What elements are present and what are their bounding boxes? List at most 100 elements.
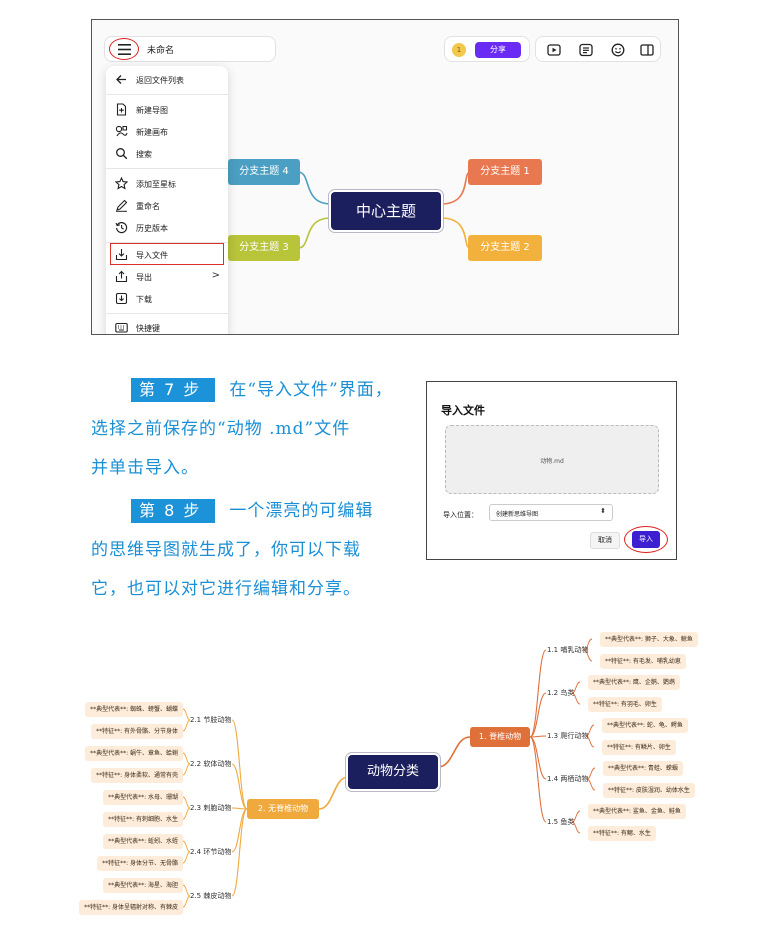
menu-divider <box>106 94 228 95</box>
dialog-title: 导入文件 <box>441 404 485 417</box>
emoji-icon[interactable] <box>611 43 625 57</box>
connector-line <box>583 649 593 662</box>
connector-line <box>585 735 595 748</box>
leaf-node[interactable]: **典型代表**: 青蛙、蝾螈 <box>603 761 683 776</box>
sub-node-2-2[interactable]: 2.2 软体动物 <box>190 760 232 768</box>
menu-divider <box>106 168 228 169</box>
leaf-node[interactable]: **典型代表**: 蜗牛、章鱼、蛤蜊 <box>85 746 183 761</box>
menu-item-export[interactable]: 导出 > <box>106 267 228 287</box>
sub-node-1-1[interactable]: 1.1 哺乳动物 <box>547 646 589 654</box>
sub-node-2-4[interactable]: 2.4 环节动物 <box>190 848 232 856</box>
mindmap-connectors <box>297 171 471 249</box>
cancel-button[interactable]: 取消 <box>590 532 620 549</box>
leaf-node[interactable]: **特征**: 有鳃、水生 <box>588 826 656 841</box>
leaf-node[interactable]: **典型代表**: 蜘蛛、螃蟹、蝴蝶 <box>85 702 183 717</box>
leaf-node[interactable]: **典型代表**: 鲨鱼、金鱼、鲑鱼 <box>588 804 686 819</box>
sub-node-1-3[interactable]: 1.3 爬行动物 <box>547 732 589 740</box>
sub-node-2-1[interactable]: 2.1 节肢动物 <box>190 716 232 724</box>
sub-node-2-3[interactable]: 2.3 刺胞动物 <box>190 804 232 812</box>
branch-vertebrates[interactable]: 1. 脊椎动物 <box>470 727 530 747</box>
menu-item-shortcuts[interactable]: 快捷键 <box>106 318 228 334</box>
canvas-shapes-icon <box>115 125 128 137</box>
connector-line <box>529 736 547 823</box>
leaf-node[interactable]: **典型代表**: 蚯蚓、水蛭 <box>103 834 183 849</box>
leaf-node[interactable]: **典型代表**: 水母、珊瑚 <box>103 790 183 805</box>
leaf-node[interactable]: **特征**: 身体分节、无骨骼 <box>97 856 183 871</box>
document-title[interactable]: 未命名 <box>147 46 175 56</box>
branch-invertebrates[interactable]: 2. 无脊椎动物 <box>247 799 319 819</box>
topic-node-1[interactable]: 分支主题 1 <box>468 159 542 185</box>
connector-line <box>182 719 191 732</box>
menu-item-label: 重命名 <box>136 202 160 211</box>
connector-line <box>182 752 191 765</box>
menu-item-back[interactable]: 返回文件列表 <box>106 70 228 90</box>
connector-line <box>182 884 191 897</box>
leaf-node[interactable]: **特征**: 有羽毛、卵生 <box>588 697 662 712</box>
menu-item-download[interactable]: 下载 <box>106 289 228 309</box>
step7-text-2: 选择之前保存的“动物 .md”文件 <box>91 419 351 439</box>
topic-node-2[interactable]: 分支主题 2 <box>468 235 542 261</box>
import-button[interactable]: 导入 <box>632 531 660 548</box>
leaf-node[interactable]: **特征**: 有鳞片、卵生 <box>602 740 676 755</box>
leaf-node[interactable]: **特征**: 皮肤湿润、幼体水生 <box>603 783 695 798</box>
menu-item-label: 新建画布 <box>136 128 168 137</box>
connector-line <box>586 767 596 780</box>
sub-node-1-5[interactable]: 1.5 鱼类 <box>547 818 575 826</box>
select-arrows-icon: ⬍ <box>600 507 606 515</box>
leaf-node[interactable]: **特征**: 有毛发、哺乳幼崽 <box>600 654 686 669</box>
step7-badge: 第 7 步 <box>131 378 216 402</box>
leaf-node[interactable]: **典型代表**: 蛇、龟、鳄鱼 <box>602 718 688 733</box>
connector-line <box>231 808 248 853</box>
sub-node-1-4[interactable]: 1.4 两栖动物 <box>547 775 589 783</box>
sub-node-2-5[interactable]: 2.5 棘皮动物 <box>190 892 232 900</box>
file-menu-dropdown: 返回文件列表 新建导图 新建画布 搜索 <box>106 66 228 334</box>
leaf-node[interactable]: **典型代表**: 狮子、大象、鲸鱼 <box>600 632 698 647</box>
menu-item-star[interactable]: 添加至星标 <box>106 174 228 194</box>
menu-item-search[interactable]: 搜索 <box>106 144 228 164</box>
leaf-node[interactable]: **特征**: 身体呈辐射对称、有棘皮 <box>79 900 183 915</box>
leaf-node[interactable]: **典型代表**: 海星、海胆 <box>103 878 183 893</box>
menu-item-history[interactable]: 历史版本 <box>106 218 228 238</box>
central-topic-node[interactable]: 中心主题 <box>331 192 441 230</box>
import-location-value: 创建新思维导图 <box>496 511 539 518</box>
leaf-node[interactable]: **特征**: 有外骨骼、分节身体 <box>91 724 183 739</box>
import-location-select[interactable]: 创建新思维导图 ⬍ <box>489 504 613 521</box>
sidebar-panel-icon[interactable] <box>640 43 654 57</box>
file-drop-zone[interactable]: 动物.md <box>445 425 659 494</box>
connector-line <box>529 692 547 738</box>
animal-center-node[interactable]: 动物分类 <box>348 755 438 789</box>
step7-line-1: 第 7 步在“导入文件”界面， <box>131 375 393 402</box>
app-window: 未命名 1 分享 中心主题 分支主题 1 <box>91 19 679 335</box>
connector-line <box>529 649 547 738</box>
connector-line <box>231 763 248 810</box>
connector-line <box>318 776 349 810</box>
menu-item-rename[interactable]: 重命名 <box>106 196 228 216</box>
menu-item-new-map[interactable]: 新建导图 <box>106 100 228 120</box>
leaf-node[interactable]: **特征**: 有刺细胞、水生 <box>103 812 183 827</box>
step8-text-3: 它，也可以对它进行编辑和分享。 <box>91 579 361 599</box>
sub-node-1-2[interactable]: 1.2 鸟类 <box>547 689 575 697</box>
hamburger-icon <box>118 44 131 55</box>
title-bar: 未命名 <box>104 36 276 62</box>
step8-text-1: 一个漂亮的可编辑 <box>229 501 374 521</box>
connector-line <box>571 692 581 705</box>
outline-icon[interactable] <box>579 43 593 57</box>
pencil-icon <box>116 199 128 212</box>
connector-line <box>437 736 471 768</box>
menu-item-new-canvas[interactable]: 新建画布 <box>106 122 228 142</box>
leaf-node[interactable]: **典型代表**: 鹰、企鹅、鹦鹉 <box>588 675 680 690</box>
present-icon[interactable] <box>547 43 561 57</box>
export-icon <box>115 270 128 283</box>
menu-divider <box>106 242 228 243</box>
menu-item-import[interactable]: 导入文件 <box>106 245 228 265</box>
animal-mindmap: 动物分类 1. 脊椎动物 2. 无脊椎动物 1.1 哺乳动物 1.2 鸟类 1.… <box>0 612 779 939</box>
highlight-circle <box>624 526 668 553</box>
menu-item-label: 添加至星标 <box>136 180 176 189</box>
share-button[interactable]: 分享 <box>475 42 521 58</box>
collaborator-avatar[interactable]: 1 <box>452 43 466 57</box>
share-bar: 1 分享 <box>444 36 530 62</box>
leaf-node[interactable]: **特征**: 身体柔软、通常有壳 <box>91 768 183 783</box>
topic-node-3[interactable]: 分支主题 3 <box>228 235 300 261</box>
menu-button[interactable] <box>109 38 139 60</box>
topic-node-4[interactable]: 分支主题 4 <box>228 159 300 185</box>
